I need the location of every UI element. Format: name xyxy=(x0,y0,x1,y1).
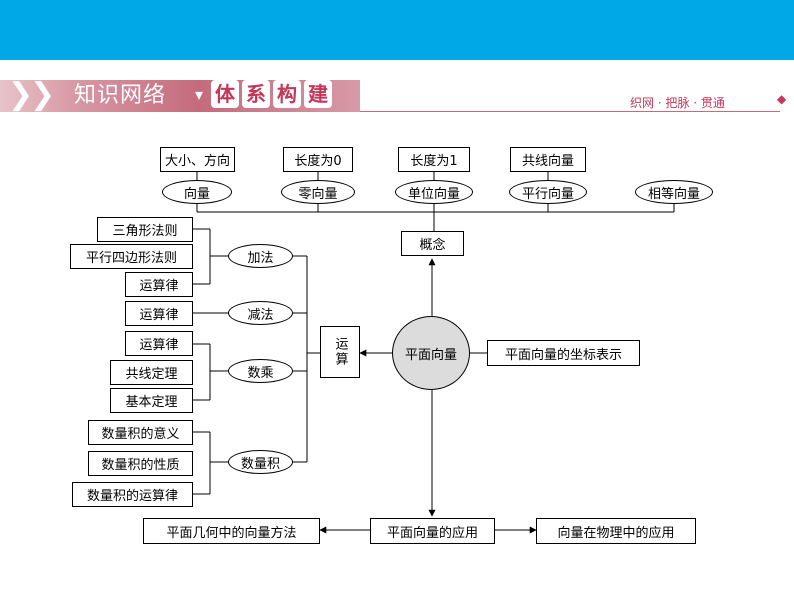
node-size-direction: 大小、方向 xyxy=(160,147,235,172)
top-color-bar xyxy=(0,0,794,60)
banner-subtitle: 织网 · 把脉 · 贯通 xyxy=(630,96,725,110)
diamond-icon: ◆ xyxy=(777,92,787,106)
node-sub-operation-law: 运算律 xyxy=(125,301,193,326)
node-parallel-vector: 平行向量 xyxy=(509,180,587,204)
node-vector: 向量 xyxy=(162,180,232,204)
banner-title-right: 体系构建 xyxy=(211,80,335,112)
node-basic-theorem: 基本定理 xyxy=(110,388,193,413)
node-application: 平面向量的应用 xyxy=(370,518,495,544)
node-dot-properties: 数量积的性质 xyxy=(88,451,193,476)
node-unit-vector: 单位向量 xyxy=(395,180,473,204)
chevron-right-icon: ❯ xyxy=(8,77,34,112)
node-triangle-rule: 三角形法则 xyxy=(97,217,193,242)
node-parallelogram-rule: 平行四边形法则 xyxy=(70,244,193,269)
node-dot-operation-law: 数量积的运算律 xyxy=(72,482,193,507)
node-app-physics: 向量在物理中的应用 xyxy=(536,518,696,544)
chevron-right-icon: ❯ xyxy=(30,77,56,112)
node-mul-operation-law: 运算律 xyxy=(125,331,193,356)
node-length-zero: 长度为0 xyxy=(283,147,353,172)
banner-title-left: 知识网络 xyxy=(74,83,167,108)
node-center-plane-vector: 平面向量 xyxy=(392,316,470,390)
section-banner: ❯ ❯ 知识网络 ▾ 体系构建 织网 · 把脉 · 贯通 ◆ xyxy=(0,74,794,118)
banner-underline xyxy=(360,111,780,112)
node-zero-vector: 零向量 xyxy=(281,180,355,204)
node-collinear-vector: 共线向量 xyxy=(510,147,586,172)
node-operation: 运算 xyxy=(320,326,360,378)
node-coordinate-representation: 平面向量的坐标表示 xyxy=(487,340,640,366)
banner-char: 构 xyxy=(273,80,301,108)
node-dot-meaning: 数量积的意义 xyxy=(88,420,193,445)
banner-char: 建 xyxy=(304,80,332,108)
node-app-geometry: 平面几何中的向量方法 xyxy=(143,518,320,544)
node-length-one: 长度为1 xyxy=(398,147,470,172)
banner-triangle-icon: ▾ xyxy=(195,85,204,104)
node-scalar-multiplication: 数乘 xyxy=(228,359,293,383)
node-addition: 加法 xyxy=(228,244,293,268)
node-dot-product: 数量积 xyxy=(228,450,293,474)
node-add-operation-law: 运算律 xyxy=(125,272,193,297)
node-equal-vector: 相等向量 xyxy=(635,180,713,204)
banner-char: 系 xyxy=(242,80,270,108)
node-collinear-theorem: 共线定理 xyxy=(110,360,193,385)
banner-char: 体 xyxy=(211,80,239,108)
node-concept: 概念 xyxy=(401,231,464,256)
node-subtraction: 减法 xyxy=(228,301,293,325)
